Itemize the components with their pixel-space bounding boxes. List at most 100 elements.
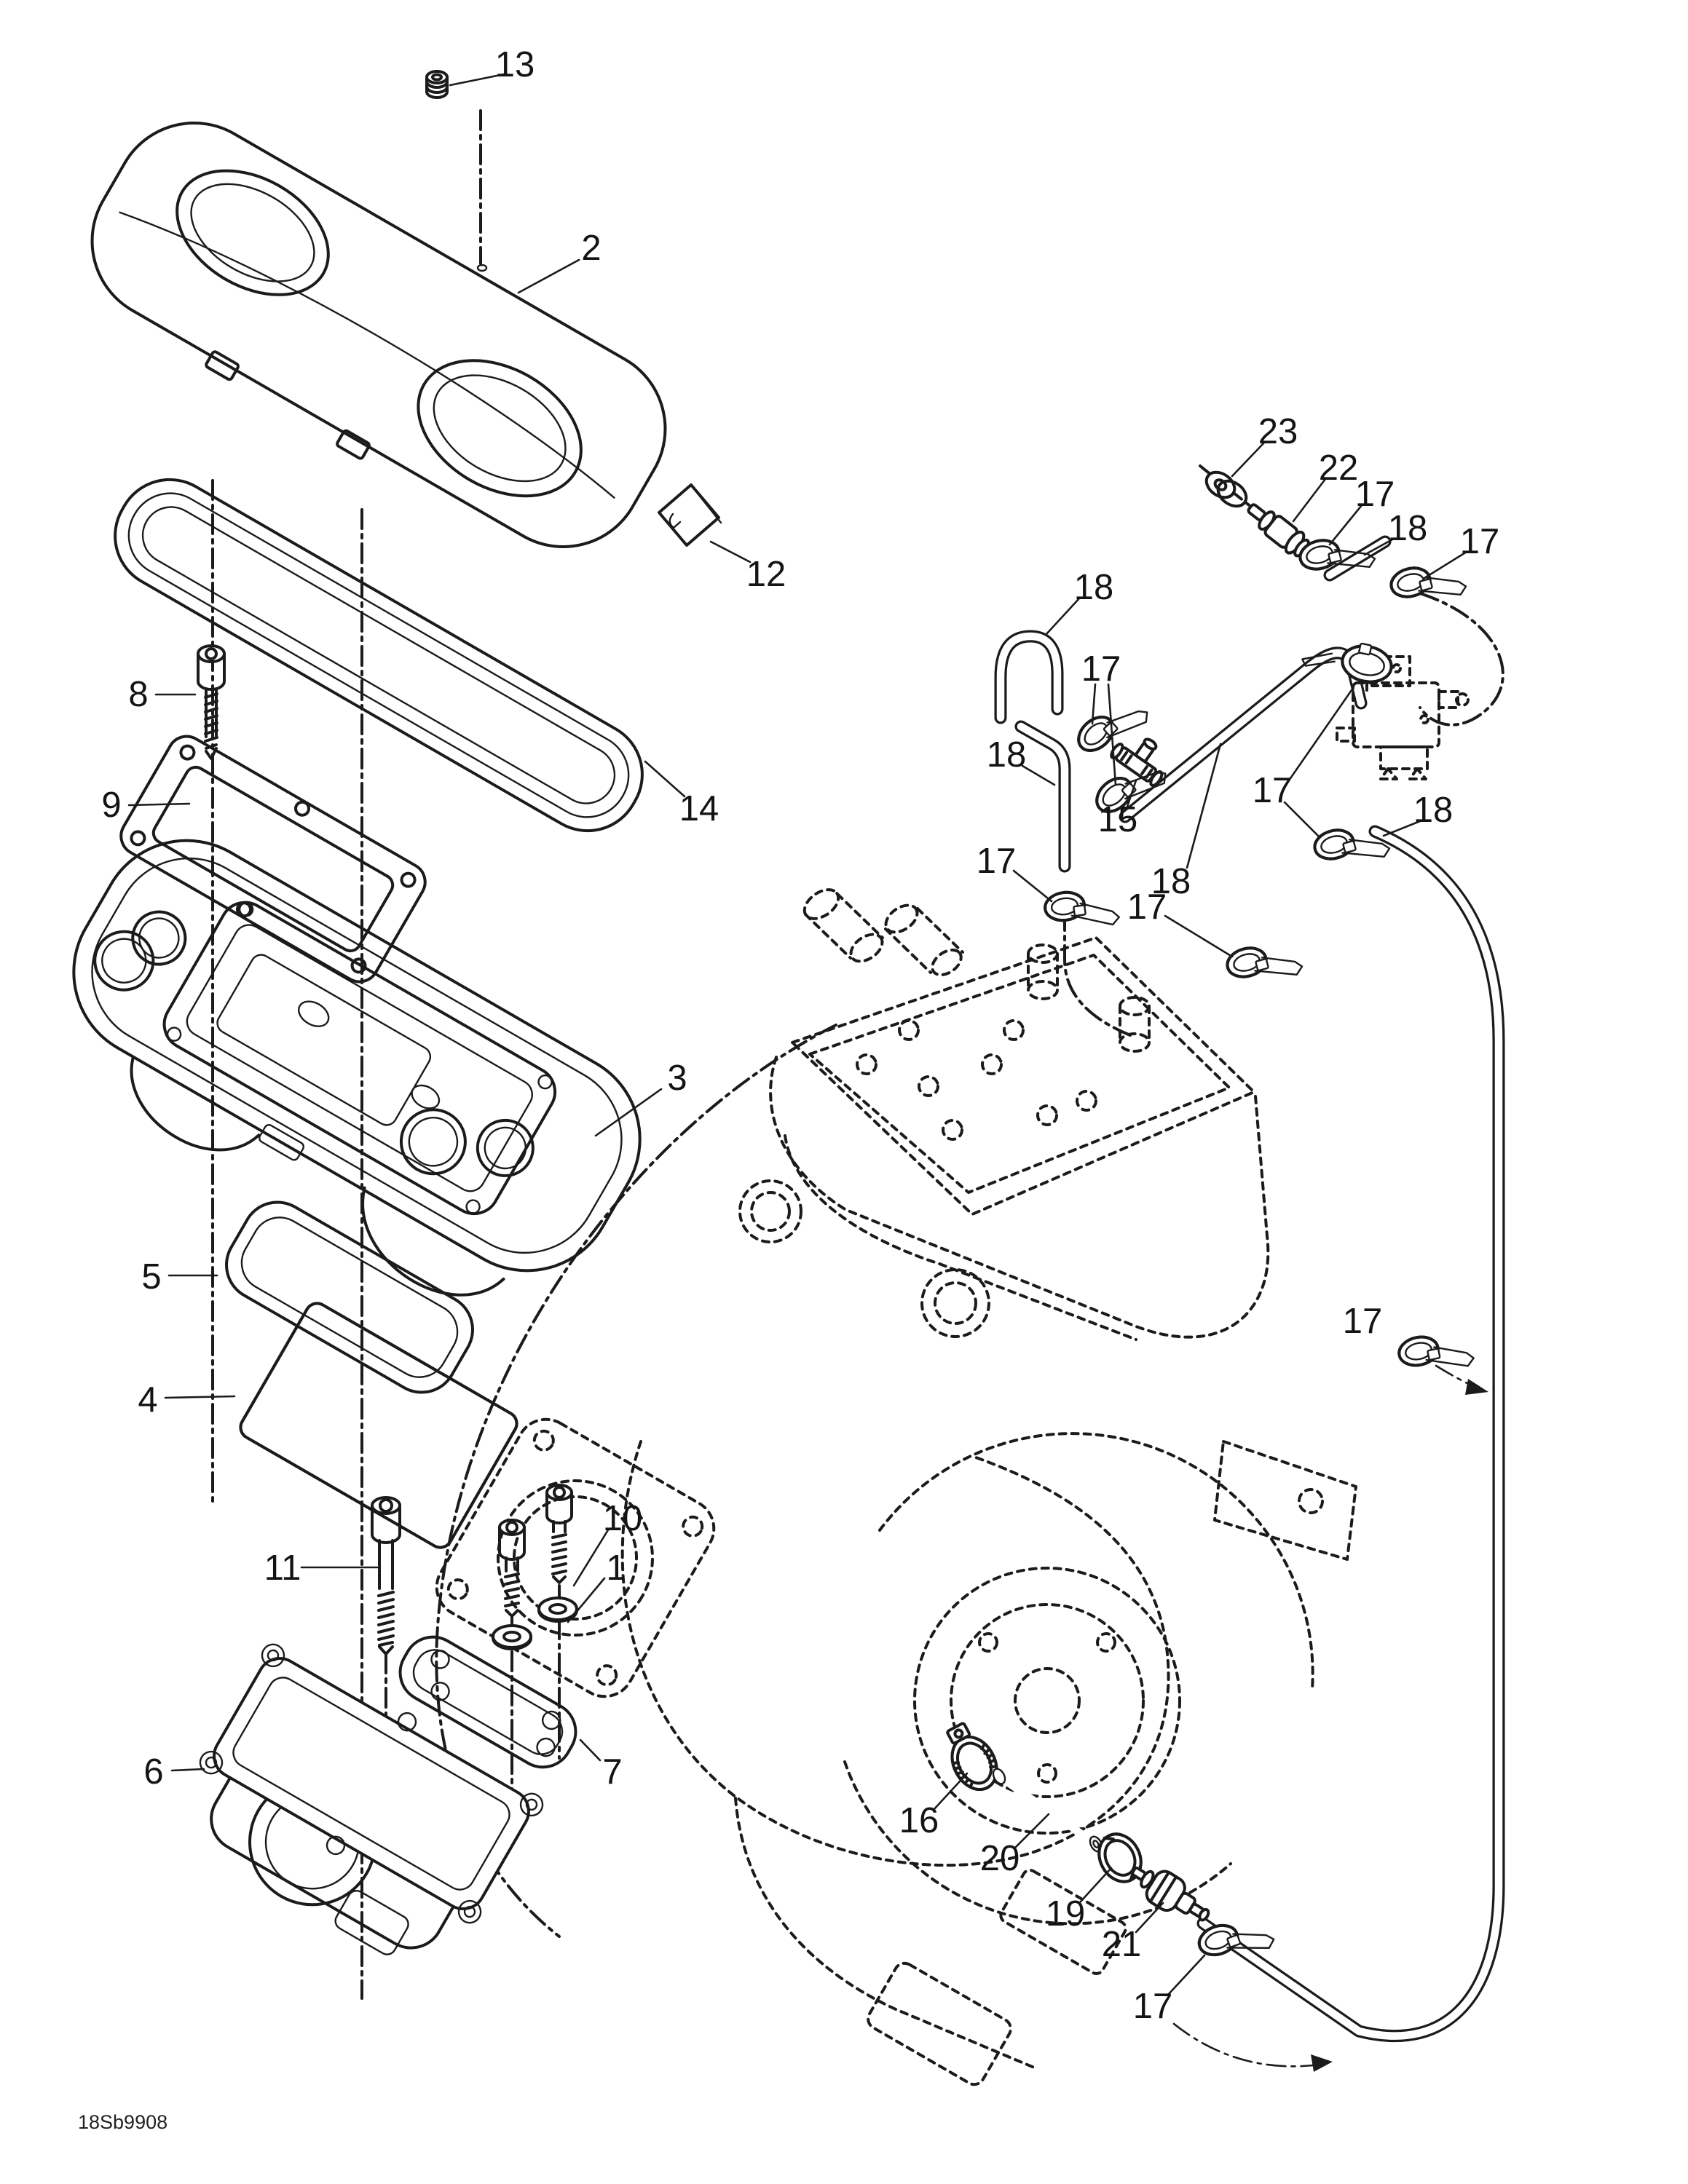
svg-text:13: 13 [495,45,535,84]
svg-text:17: 17 [977,842,1017,881]
svg-text:3: 3 [667,1059,687,1098]
part-clamp-16 [946,1722,998,1792]
round-clamp-17 [1301,642,1393,684]
part-washer-1b [492,1624,532,1650]
hose-18b [1119,646,1368,823]
callout-8: 8 [128,675,197,714]
part-tube-20 [992,1768,1103,1853]
svg-text:12: 12 [746,555,786,594]
part-grommet-23 [1204,470,1248,508]
svg-text:21: 21 [1102,1925,1142,1964]
part-gasket-5 [225,1200,474,1394]
part-valve-21 [1131,1866,1210,1922]
svg-text:18: 18 [987,735,1027,775]
callout-17: 17 [1133,1954,1206,2026]
svg-text:23: 23 [1258,412,1298,451]
callout-labels: 1321214893541110176162019212322151717171… [101,45,1499,2026]
part-bolt-10a [498,1519,526,1618]
callout-13: 13 [449,45,535,87]
svg-text:14: 14 [679,789,719,828]
svg-text:17: 17 [1355,475,1395,514]
callout-17: 17 [1343,1302,1383,1341]
callout-17: 17 [1081,649,1121,786]
callout-9: 9 [101,786,191,825]
svg-text:17: 17 [1133,1987,1173,2026]
svg-text:17: 17 [1081,649,1121,689]
hose-18e [994,630,1064,724]
callout-17: 17 [1127,887,1234,958]
callout-11: 11 [264,1548,379,1588]
svg-text:10: 10 [603,1499,643,1538]
svg-text:19: 19 [1046,1894,1086,1934]
flow-arrows [1172,1364,1488,2072]
part-cover-2 [90,122,667,548]
callout-12: 12 [709,540,786,594]
svg-text:18: 18 [1074,568,1114,607]
callout-17: 17 [1253,689,1353,839]
hose-18d-long [1196,825,1505,2043]
svg-text:18: 18 [1413,791,1454,830]
callout-6: 6 [143,1752,205,1792]
part-cap-13 [425,70,449,99]
callout-21: 21 [1102,1902,1164,1964]
svg-text:17: 17 [1127,887,1167,927]
svg-text:11: 11 [264,1548,301,1588]
callout-4: 4 [138,1380,236,1420]
callout-23: 23 [1231,412,1298,478]
part-gasket-9 [119,735,427,984]
part-plate-7 [398,1635,577,1769]
callout-17: 17 [977,842,1053,903]
callout-18: 18 [1151,743,1222,901]
callout-16: 16 [899,1772,969,1840]
part-seal-14 [114,478,644,833]
part-base-3 [72,839,642,1297]
svg-text:18: 18 [1388,509,1428,548]
part-bolt-8 [197,644,226,760]
svg-text:1: 1 [606,1548,626,1588]
part-bolt-10b [545,1484,573,1584]
callout-17: 17 [1328,475,1395,546]
svg-text:17: 17 [1253,771,1293,810]
part-clip-12 [658,483,722,547]
callout-10: 10 [572,1499,643,1587]
callout-18: 18 [1363,509,1428,556]
svg-text:16: 16 [899,1801,939,1840]
pump-outline [1336,655,1470,780]
part-bolt-11 [371,1496,401,1655]
svg-text:17: 17 [1460,522,1500,561]
callout-1: 1 [567,1548,626,1623]
svg-text:22: 22 [1319,448,1359,488]
callout-3: 3 [594,1059,687,1137]
part-fitting-22 [1247,503,1318,562]
callout-20: 20 [980,1813,1050,1878]
svg-text:5: 5 [141,1257,161,1297]
callout-18: 18 [987,735,1056,786]
svg-text:18: 18 [1151,862,1191,901]
svg-text:8: 8 [128,675,148,714]
callout-7: 7 [579,1738,623,1792]
svg-text:17: 17 [1343,1302,1383,1341]
axis-lines [211,109,1504,2000]
callout-5: 5 [141,1257,218,1297]
callout-18: 18 [1382,791,1454,837]
callout-19: 19 [1046,1867,1113,1934]
cable-ties [1041,526,1477,1972]
callout-18: 18 [1044,568,1114,636]
callout-17: 17 [1423,522,1500,579]
svg-text:2: 2 [581,229,601,268]
callout-15: 15 [1098,779,1138,839]
figure-code: 18Sb9908 [78,2111,167,2133]
part-pan-6 [199,1643,544,1955]
svg-text:4: 4 [138,1380,157,1420]
svg-text:7: 7 [602,1752,622,1792]
hose-18c [1014,720,1071,873]
hose-18a [1323,535,1392,582]
svg-text:15: 15 [1098,800,1138,839]
callout-2: 2 [517,229,602,294]
part-filter-4 [239,1302,518,1549]
callout-22: 22 [1292,448,1359,523]
engine-outline [435,888,1357,2086]
svg-text:20: 20 [980,1839,1020,1878]
